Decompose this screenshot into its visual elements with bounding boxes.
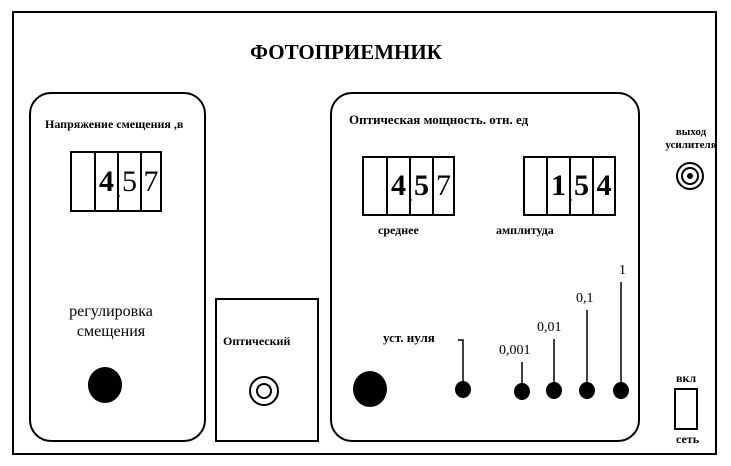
zero-set-knob[interactable] xyxy=(353,371,387,407)
bias-adjust-label-line2: смещения xyxy=(76,323,146,340)
bias-adjust-knob[interactable] xyxy=(88,367,122,403)
range-button-0001[interactable] xyxy=(514,383,530,400)
bias-digit-1 xyxy=(72,153,96,210)
decimal-point: . xyxy=(408,185,414,205)
bias-voltage-label: Напряжение смещения ,в xyxy=(45,117,184,131)
mains-on-label: вкл xyxy=(676,371,697,385)
range-button-01[interactable] xyxy=(579,382,595,399)
bias-digit-2-value: 4 xyxy=(99,164,114,198)
amp-output-label-line2: усилителя xyxy=(665,139,717,151)
amplitude-power-display: 1. 5 4 xyxy=(523,156,616,216)
amplitude-digit-2: 1. xyxy=(548,158,574,214)
amp-output-label-line1: выход xyxy=(675,126,707,138)
bias-digit-3: 5 xyxy=(119,153,142,210)
optical-power-label: Оптическая мощность. отн. ед xyxy=(349,112,529,127)
average-power-label: среднее xyxy=(378,223,419,237)
range-label-0001: 0,001 xyxy=(499,343,531,358)
average-digit-2-value: 4 xyxy=(391,169,406,202)
amp-output-connector-pin xyxy=(687,173,693,179)
range-button-001[interactable] xyxy=(546,382,562,399)
amp-output-connector[interactable] xyxy=(676,162,704,190)
bias-adjust-label-line1: регулировка xyxy=(69,303,153,320)
decimal-point: . xyxy=(116,181,122,201)
average-digit-4: 7 xyxy=(436,169,451,202)
average-power-display: 4. 5 7 xyxy=(362,156,455,216)
zero-set-label: уст. нуля xyxy=(383,330,435,345)
bias-digit-2: 4. xyxy=(96,153,122,210)
average-digit-2: 4. xyxy=(388,158,414,214)
decimal-point: . xyxy=(568,185,574,205)
bias-adjust-label: регулировка смещения xyxy=(59,302,163,342)
range-button-1[interactable] xyxy=(613,382,629,399)
amp-output-connector-ring xyxy=(681,167,699,185)
zero-switch-lead xyxy=(458,339,464,382)
amplitude-power-label: амплитуда xyxy=(496,223,554,237)
mains-switch[interactable] xyxy=(674,388,698,430)
bias-voltage-display: 4. 5 7 xyxy=(70,151,162,212)
optical-input-connector-core xyxy=(256,383,272,399)
amp-output-label: выход усилителя xyxy=(660,126,722,152)
device-title: ФОТОПРИЕМНИК xyxy=(250,40,442,64)
optical-input-panel xyxy=(215,298,319,442)
optical-input-connector[interactable] xyxy=(249,376,279,406)
optical-input-label: Оптический xyxy=(223,334,291,348)
mains-net-label: сеть xyxy=(676,432,700,446)
average-digit-3: 5 xyxy=(411,158,434,214)
amplitude-digit-4: 4 xyxy=(596,169,612,202)
device-front-panel xyxy=(12,11,717,455)
range-label-1: 1 xyxy=(619,263,626,278)
zero-switch-button[interactable] xyxy=(455,381,471,398)
amplitude-digit-3: 5 xyxy=(571,158,594,214)
average-digit-1 xyxy=(364,158,388,214)
amplitude-digit-1 xyxy=(525,158,548,214)
range-label-01: 0,1 xyxy=(576,291,594,306)
amplitude-digit-2-value: 1 xyxy=(551,169,566,202)
bias-digit-4: 7 xyxy=(143,164,159,198)
range-label-001: 0,01 xyxy=(537,320,562,335)
